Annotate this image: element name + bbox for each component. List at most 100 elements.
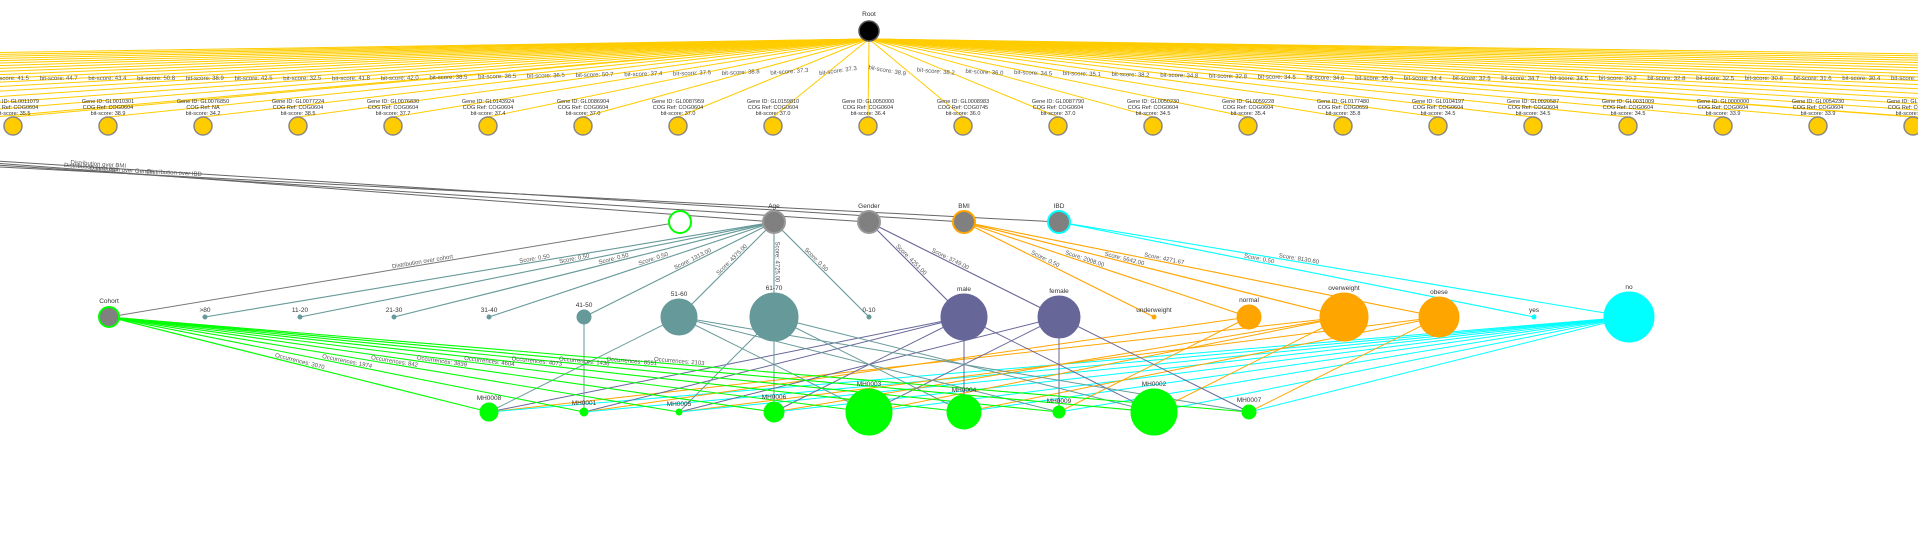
gene-node <box>1238 116 1258 136</box>
value-edge <box>963 221 1345 318</box>
sample-label: MH0004 <box>952 387 977 394</box>
gene-id-label: Gene ID: GL0177480 <box>1317 99 1369 105</box>
sample-label: MH0003 <box>857 381 882 388</box>
distribution-edge <box>0 163 775 223</box>
sample-node <box>479 402 499 422</box>
bit-score-label: bit-score: 36.0 <box>965 69 1004 77</box>
edge-label: Occurrences: 2103 <box>654 357 706 367</box>
gene-node <box>1808 116 1828 136</box>
gene-cog-label: COG Ref: COG0604 <box>368 105 418 111</box>
gene-edge <box>0 38 870 87</box>
gene-score-label: bit-score: 34.5 <box>1421 111 1456 117</box>
gene-id-label: Gene ID: GL0008983 <box>937 99 989 105</box>
edge-label: Distribution over BMI <box>70 160 126 170</box>
gene-edge <box>868 38 1918 111</box>
gene-score-label: bit-score: 35.4 <box>1231 111 1266 117</box>
gene-node <box>763 116 783 136</box>
sample-edge <box>963 316 1630 413</box>
attribute-node-blank <box>668 210 692 234</box>
attribute-node-bmi <box>952 210 976 234</box>
gene-id-label: Gene ID: GL0159810 <box>747 99 799 105</box>
gene-cog-label: COG Ref: NA <box>186 105 220 111</box>
bit-score-label: bit-score: 41.5 <box>0 76 30 82</box>
gene-edge <box>0 38 870 72</box>
sample-edge <box>868 316 1345 413</box>
gene-score-label: bit-score: 37.7 <box>376 111 411 117</box>
edge-label: Score: 0.50 <box>598 253 630 266</box>
bit-score-label: bit-score: 42.5 <box>235 76 274 82</box>
gene-score-label: bit-score: 38.9 <box>91 111 126 117</box>
bit-score-label: bit-score: 34.4 <box>1404 76 1443 83</box>
gene-score-label: bit-score: 33.5 <box>1896 111 1918 117</box>
bit-score-label: bit-score: 34.7 <box>1501 76 1540 82</box>
sample-label: MH0007 <box>1237 397 1262 404</box>
gene-id-label: Gene ID: GL0000000 <box>1697 99 1749 105</box>
value-node <box>660 298 698 336</box>
value-edge <box>204 221 775 318</box>
gene-node <box>1713 116 1733 136</box>
bit-score-label: bit-score: 31.6 <box>1794 76 1833 82</box>
value-label: obese <box>1430 289 1448 296</box>
gene-edge <box>868 38 1439 118</box>
gene-edge <box>868 38 1724 118</box>
edge-label: Occurrences: 1436 <box>559 357 611 368</box>
gene-edge <box>868 38 1918 99</box>
bit-score-label: bit-score: 32.0 <box>1891 76 1918 82</box>
gene-edge <box>677 38 870 118</box>
gene-cog-label: COG Ref: COG0604 <box>1033 105 1083 111</box>
sample-label: MH0005 <box>667 401 692 408</box>
gene-edge <box>0 38 870 64</box>
distribution-edge <box>0 166 1060 223</box>
gene-cog-label: COG Ref: COG0604 <box>1128 105 1178 111</box>
attribute-node-gender <box>857 210 881 234</box>
gene-id-label: Gene ID: GL0076830 <box>367 99 419 105</box>
sample-node <box>675 408 683 416</box>
gene-edge <box>868 38 1918 78</box>
gene-score-label: bit-score: 37.0 <box>566 111 601 117</box>
gene-score-label: bit-score: 37.0 <box>756 111 791 117</box>
gene-score-label: bit-score: 37.0 <box>1041 111 1076 117</box>
sample-edge <box>963 316 1155 413</box>
gene-cog-label: COG Ref: COG0604 <box>558 105 608 111</box>
bit-score-label: bit-score: 32.5 <box>283 76 322 82</box>
sample-node <box>579 407 589 417</box>
gene-edge <box>0 38 870 110</box>
sample-edge <box>1153 316 1630 413</box>
value-label: 11-20 <box>292 307 309 314</box>
gene-cog-label: COG Ref: COG0604 <box>1508 105 1558 111</box>
gene-edge <box>868 38 1918 66</box>
bit-score-label: bit-score: 37.3 <box>819 66 858 77</box>
sample-edge <box>1248 316 1630 413</box>
bit-score-label: bit-score: 30.8 <box>1745 76 1784 82</box>
gene-id-label: Gene ID: GL0076850 <box>177 99 229 105</box>
edge-label: Score: 4725.00 <box>774 242 780 283</box>
gene-id-label: Gene ID: GL0050000 <box>842 99 894 105</box>
value-edge <box>963 221 1440 318</box>
value-node <box>1603 291 1655 343</box>
occurrence-edge <box>108 316 680 413</box>
gene-edge <box>868 38 1918 105</box>
sample-node <box>763 401 785 423</box>
gene-node <box>478 116 498 136</box>
gene-node <box>288 116 308 136</box>
gene-id-label: Gene ID: GL0059228 <box>1222 99 1274 105</box>
gene-node <box>1523 116 1543 136</box>
gene-score-label: bit-score: 37.0 <box>661 111 696 117</box>
bit-score-label: bit-score: 37.3 <box>770 68 809 77</box>
cohort-edge <box>108 221 681 318</box>
value-label: male <box>957 286 971 293</box>
gene-edge <box>0 38 870 103</box>
gene-id-label: Gene ID: GL0050230 <box>1127 99 1179 105</box>
gene-id-label: Gene ID: GL0087959 <box>652 99 704 105</box>
value-edge <box>299 221 775 318</box>
gene-edge <box>868 38 1918 82</box>
gene-cog-label: COG Ref: COG0604 <box>463 105 513 111</box>
edge-label: Score: 2008.00 <box>1064 250 1105 269</box>
gene-score-label: bit-score: 38.5 <box>281 111 316 117</box>
node-layer <box>3 20 1918 436</box>
gene-node <box>98 116 118 136</box>
value-node <box>940 293 988 341</box>
value-edge <box>963 221 1250 318</box>
node-label-layer: Gene ID: GL0011079COG Ref: COG0604bit-sc… <box>0 11 1918 408</box>
gene-cog-label: COG Ref: COG0604 <box>1888 105 1918 111</box>
